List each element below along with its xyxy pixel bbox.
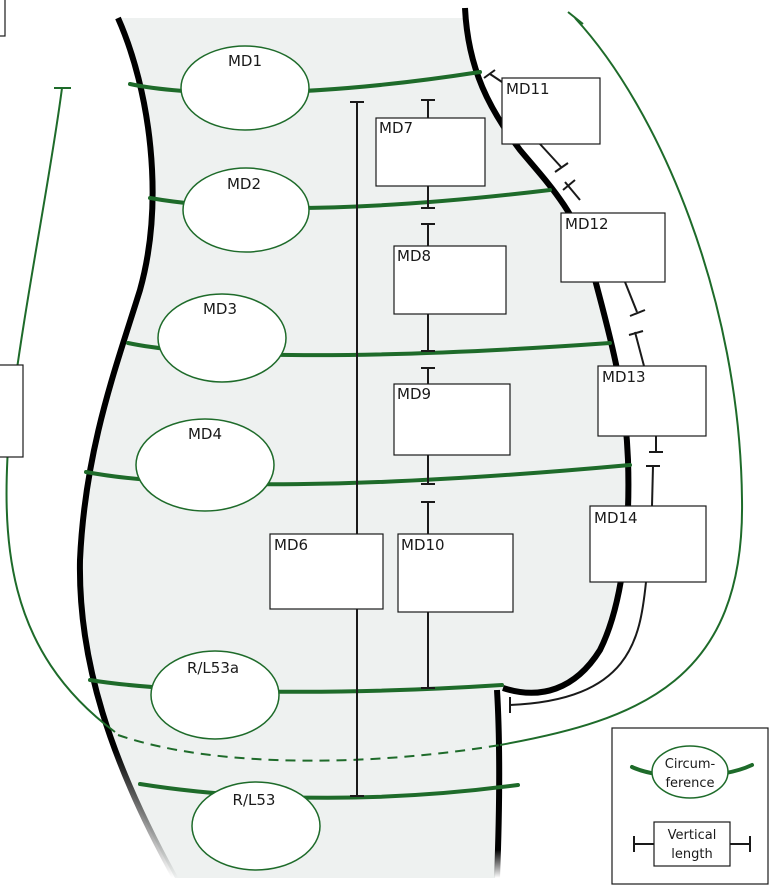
legend-circumference-text-2: ference: [665, 776, 714, 791]
md3-ellipse: [157, 293, 287, 383]
md1-ellipse: [180, 45, 310, 131]
md14-label: MD14: [594, 509, 638, 527]
rl53a-ellipse: [150, 650, 280, 740]
md9-label: MD9: [397, 385, 431, 403]
md9-box: [393, 383, 511, 456]
md8-box: [393, 245, 507, 315]
md6-label: MD6: [274, 536, 308, 554]
md4-label: MD4: [188, 425, 222, 443]
md7-label: MD7: [379, 119, 413, 137]
md2-ellipse: [182, 167, 310, 253]
md13-label: MD13: [602, 368, 646, 386]
md1-label: MD1: [228, 52, 262, 70]
md11-box: [501, 77, 601, 145]
center-column-lines: [421, 99, 435, 689]
md2-label: MD2: [227, 175, 261, 193]
body-outline-left: [76, 16, 178, 880]
legend: Circum- ference Vertical length: [611, 727, 769, 885]
md13-box: [597, 365, 707, 437]
legend-vertical-box: [653, 821, 731, 867]
body-outline-leg: [494, 689, 503, 879]
rl53-ellipse: [191, 781, 321, 871]
md14-path: [509, 581, 647, 706]
md10-label: MD10: [401, 536, 445, 554]
md7-box: [375, 117, 486, 187]
legend-vertical-text-2: length: [671, 847, 712, 862]
md11-label: MD11: [506, 80, 550, 98]
right-column-lines: [483, 69, 663, 507]
md8-label: MD8: [397, 247, 431, 265]
legend-circumference-ellipse: [651, 745, 729, 799]
legend-vertical-text-1: Vertical: [668, 828, 717, 843]
md4-ellipse: [135, 418, 275, 512]
rl53a-label: R/L53a: [187, 659, 239, 677]
offscreen-box-left: [0, 364, 24, 458]
md6-box: [269, 533, 384, 610]
md3-label: MD3: [203, 300, 237, 318]
right-side-line: [499, 17, 744, 746]
md10-box: [397, 533, 514, 613]
right-side-cap: [567, 11, 584, 25]
md12-box: [560, 212, 666, 283]
legend-circumference-text-1: Circum-: [665, 757, 716, 772]
rl53-label: R/L53: [233, 791, 276, 809]
md14-box: [589, 505, 707, 583]
md12-label: MD12: [565, 215, 609, 233]
offscreen-box-top: [0, 0, 6, 37]
